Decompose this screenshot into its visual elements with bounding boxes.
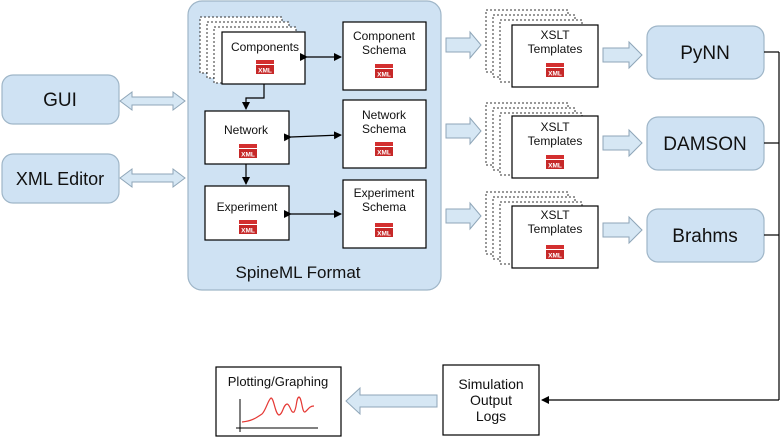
components-label: Components [231, 40, 299, 54]
network-schema-line2: Schema [362, 122, 406, 136]
component-schema-xml-icon: XML [375, 64, 393, 79]
experiment-schema-xml-icon: XML [375, 223, 393, 238]
xslt-templates-3: XSLT Templates XML [485, 191, 599, 269]
svg-text:XML: XML [241, 228, 255, 235]
svg-text:XML: XML [548, 253, 562, 260]
brahms-box: Brahms [646, 208, 765, 263]
plotting-box: Plotting/Graphing [215, 366, 342, 437]
experiment-box: Experiment XML [204, 185, 290, 241]
xslt-templates-2: XSLT Templates XML [485, 102, 599, 179]
experiment-schema-line1: Experiment [354, 186, 415, 200]
to-damson-arrow [602, 128, 643, 158]
pynn-label: PyNN [680, 43, 730, 64]
network-schema-xml-icon: XML [375, 142, 393, 157]
svg-text:XML: XML [377, 72, 391, 79]
xml-editor-box: XML Editor [1, 153, 120, 204]
svg-text:Templates: Templates [528, 134, 583, 148]
brahms-label: Brahms [672, 226, 737, 247]
svg-text:XML: XML [258, 68, 272, 75]
logs-line3: Logs [476, 408, 506, 424]
svg-text:Templates: Templates [528, 42, 583, 56]
network-label: Network [224, 123, 269, 137]
svg-text:XSLT: XSLT [540, 28, 570, 42]
svg-text:XSLT: XSLT [540, 208, 570, 222]
xslt-3-xml-icon: XML [546, 245, 564, 260]
experiment-xml-icon: XML [239, 220, 257, 235]
gui-box: GUI [1, 74, 120, 125]
logs-line2: Output [470, 392, 512, 408]
pynn-box: PyNN [646, 25, 765, 80]
spineml-connectors [242, 53, 342, 218]
component-schema-line1: Component [353, 29, 416, 43]
to-xslt-arrow-3 [445, 201, 482, 231]
svg-text:XML: XML [548, 71, 562, 78]
components-box: Components XML [199, 16, 306, 85]
svg-text:XML: XML [377, 231, 391, 238]
gui-label: GUI [43, 90, 77, 111]
svg-text:XML: XML [548, 163, 562, 170]
xml-editor-label: XML Editor [16, 169, 104, 189]
damson-label: DAMSON [663, 134, 746, 155]
experiment-label: Experiment [217, 200, 278, 214]
spineml-title: SpineML Format [235, 263, 360, 282]
plot-graph-icon [236, 396, 318, 432]
network-schema-box: Network Schema XML [342, 99, 427, 169]
to-pynn-arrow [602, 40, 643, 70]
to-xslt-arrow-1 [445, 30, 482, 60]
logs-line1: Simulation [458, 376, 523, 392]
network-xml-icon: XML [239, 144, 257, 159]
to-plotting-arrow [345, 386, 438, 416]
to-xslt-arrow-2 [445, 116, 482, 146]
network-schema-line1: Network [362, 108, 407, 122]
simulation-logs-box: Simulation Output Logs [442, 364, 540, 436]
experiment-schema-line2: Schema [362, 200, 406, 214]
xslt-templates-1: XSLT Templates XML [485, 9, 599, 88]
xslt-1-xml-icon: XML [546, 63, 564, 78]
component-schema-line2: Schema [362, 43, 406, 57]
svg-text:XML: XML [377, 150, 391, 157]
svg-text:XSLT: XSLT [540, 120, 570, 134]
svg-text:XML: XML [241, 152, 255, 159]
damson-box: DAMSON [646, 116, 765, 171]
components-xml-icon: XML [256, 60, 274, 75]
simulator-output-line [541, 51, 780, 404]
experiment-schema-box: Experiment Schema XML [342, 179, 427, 249]
xml-editor-double-arrow [119, 168, 186, 188]
plotting-label: Plotting/Graphing [228, 374, 328, 389]
gui-double-arrow [119, 91, 186, 111]
svg-text:Templates: Templates [528, 222, 583, 236]
xslt-2-xml-icon: XML [546, 155, 564, 170]
to-brahms-arrow [602, 215, 643, 245]
network-box: Network XML [204, 110, 290, 165]
component-schema-box: Component Schema XML [342, 21, 427, 91]
